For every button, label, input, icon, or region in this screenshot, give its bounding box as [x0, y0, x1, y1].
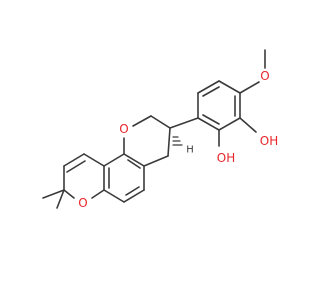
atom-labels: O O OH OH O H — [78, 69, 278, 210]
bond — [150, 115, 171, 129]
bond — [91, 189, 105, 199]
bond-layer — [42, 49, 266, 209]
bond — [197, 117, 220, 131]
bond — [218, 80, 241, 94]
hydroxyl-label-lower: OH — [217, 151, 235, 165]
bond — [127, 159, 141, 169]
bond — [202, 114, 220, 125]
hydroxyl-label-upper: OH — [260, 134, 278, 148]
bond — [167, 127, 171, 157]
bond — [169, 117, 199, 129]
molecule-structure: O O OH OH O H — [42, 49, 278, 210]
bond — [63, 189, 75, 199]
bond — [103, 189, 125, 203]
bond — [42, 189, 65, 199]
oxygen-pyran-label: O — [78, 196, 87, 210]
bond — [239, 117, 257, 133]
bond — [56, 189, 65, 209]
bond — [66, 160, 86, 173]
bond — [123, 153, 145, 167]
bond — [63, 153, 85, 167]
methoxy-oxygen-label: O — [260, 69, 269, 83]
bond — [218, 117, 241, 131]
bond — [239, 81, 260, 94]
oxygen-chroman-label: O — [119, 122, 128, 136]
bond — [132, 115, 152, 127]
bond — [123, 189, 145, 203]
bond — [143, 155, 169, 167]
bond — [202, 86, 220, 97]
bond — [83, 153, 105, 167]
stereo-hydrogen-label: H — [186, 145, 194, 156]
bond — [197, 80, 220, 94]
bond — [125, 186, 140, 196]
bond — [103, 153, 125, 167]
